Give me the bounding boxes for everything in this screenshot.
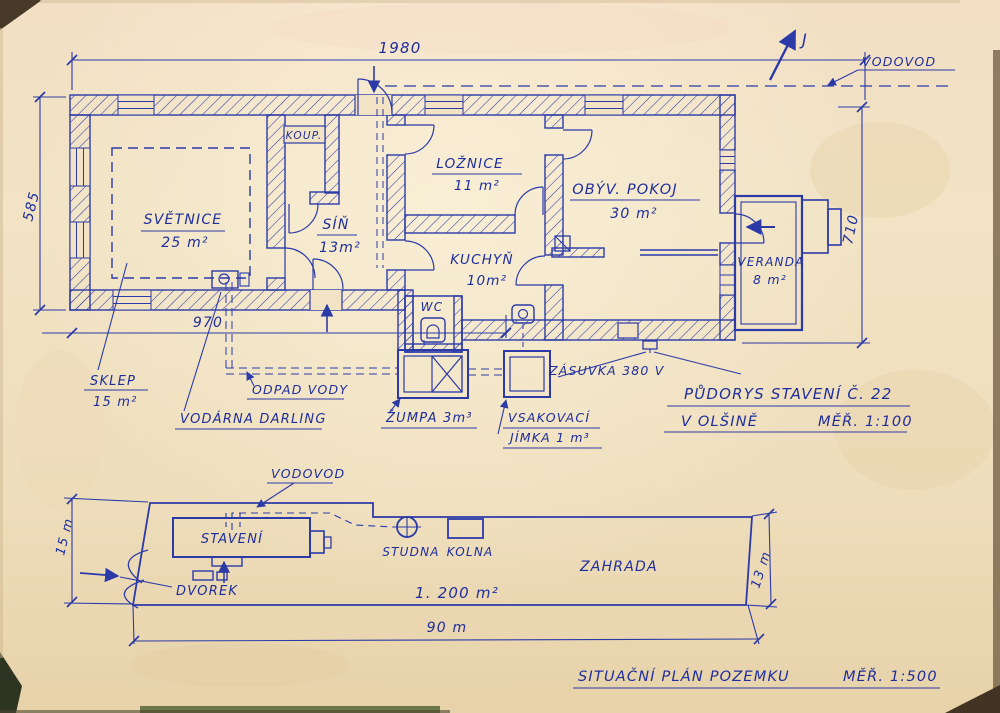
title-line-2: V OLŠINĚ <box>681 412 758 430</box>
room-obyv-label: OBÝV. POKOJ <box>572 181 678 198</box>
room-sin-area: 13m² <box>319 240 361 256</box>
jimka-label-1: VSAKOVACÍ <box>508 410 590 425</box>
kitchen-drain <box>511 304 535 324</box>
dim-right-label: 710 <box>840 213 862 246</box>
floor-plan: 1980 585 710 970 J <box>20 29 955 449</box>
dimension-inner: 970 <box>42 315 512 339</box>
title-line-1: PŮDORYS STAVENÍ Č. 22 <box>684 384 893 403</box>
site-vodovod-label: VODOVOD <box>271 466 345 481</box>
title-scale: MĚŘ. 1:100 <box>818 412 913 430</box>
annotations: SKLEP 15 m² ODPAD VODY VODÁRNA DARLING Ž… <box>84 262 665 449</box>
zahrada-label: ZAHRADA <box>579 559 658 575</box>
site-building <box>172 517 332 583</box>
room-svetnice-area: 25 m² <box>161 235 209 251</box>
utility-lines <box>225 85 950 376</box>
site-plan: STAVENÍ DVOREK STUDNA KOLNA ZAHRADA 1. 2… <box>53 466 940 689</box>
room-svetnice-label: SVĚTNICE <box>144 210 223 228</box>
room-kuchyn-label: KUCHYŇ <box>450 250 514 268</box>
room-wc-label: WC <box>421 300 444 314</box>
gate <box>123 549 149 609</box>
entry-arrow <box>79 567 120 583</box>
cellar-dashed-outline <box>111 147 251 279</box>
obyv-furniture <box>551 235 718 258</box>
dim-left-label: 585 <box>20 190 43 223</box>
floor-plan-title: PŮDORYS STAVENÍ Č. 22 V OLŠINĚ MĚŘ. 1:10… <box>664 384 913 433</box>
site-water-line <box>225 512 395 531</box>
jimka-label-2: JÍMKA 1 m³ <box>507 430 590 445</box>
sklep-label: SKLEP <box>90 374 136 389</box>
staveni-label: STAVENÍ <box>201 531 263 547</box>
kolna-label: KOLNA <box>447 545 494 559</box>
site-dim-left-label: 15 m <box>53 516 77 557</box>
veranda-structure <box>733 194 842 332</box>
site-title: SITUAČNÍ PLÁN POZEMKU <box>578 667 790 685</box>
plot-area-label: 1. 200 m² <box>415 584 499 602</box>
room-loznice-label: LOŽNICE <box>436 154 503 172</box>
septic-tank <box>397 349 469 399</box>
odpad-label: ODPAD VODY <box>252 382 348 397</box>
zumpa-label: ŽUMPA 3m³ <box>385 410 473 426</box>
site-title-scale: MĚŘ. 1:500 <box>843 667 938 685</box>
dim-inner-label: 970 <box>193 315 223 331</box>
dimension-top: 1980 <box>66 39 871 100</box>
north-arrow: J <box>768 29 808 81</box>
zasuvka-label: ZÁSUVKA 380 V <box>548 363 665 378</box>
room-veranda-area: 8 m² <box>753 272 787 287</box>
stove-icon <box>554 235 571 252</box>
veranda-steps <box>801 199 829 254</box>
room-loznice-area: 11 m² <box>454 178 500 194</box>
windows <box>69 94 736 339</box>
svetnice-interior <box>111 147 251 289</box>
dimension-left: 585 <box>20 91 66 316</box>
wc-closet <box>404 295 463 353</box>
room-labels: SVĚTNICE 25 m² SÍŇ 13m² KOUP. LOŽNICE 11… <box>141 125 804 314</box>
direction-arrows <box>320 66 775 332</box>
water-pump <box>211 270 239 289</box>
dvorek-label: DVOREK <box>176 584 238 599</box>
well <box>393 516 421 538</box>
dimension-right: 710 <box>742 101 870 349</box>
sklep-area: 15 m² <box>93 395 138 410</box>
north-label: J <box>799 30 808 49</box>
studna-label: STUDNA <box>382 545 439 559</box>
room-obyv-area: 30 m² <box>610 206 658 222</box>
site-dim-left: 15 m <box>53 493 149 608</box>
paper-stains <box>15 2 995 687</box>
toilet-icon <box>420 317 446 343</box>
vodarna-label: VODÁRNA DARLING <box>180 411 327 427</box>
site-dim-bottom-label: 90 m <box>427 620 468 636</box>
site-plan-title: SITUAČNÍ PLÁN POZEMKU MĚŘ. 1:500 <box>573 667 940 689</box>
room-kuchyn-area: 10m² <box>467 273 508 289</box>
room-koup-label: KOUP. <box>286 130 323 142</box>
dim-top-label: 1980 <box>379 39 422 57</box>
room-veranda-label: VERANDA <box>737 255 804 269</box>
shed <box>447 518 484 539</box>
power-socket-symbol <box>557 340 742 378</box>
room-sin-label: SÍŇ <box>322 215 349 233</box>
soak-pit <box>503 350 551 398</box>
svg-text:VODOVOD: VODOVOD <box>862 54 936 69</box>
site-dim-bottom: 90 m <box>128 604 765 647</box>
site-labels: STAVENÍ DVOREK STUDNA KOLNA ZAHRADA 1. 2… <box>176 466 658 602</box>
water-main-label: VODOVOD <box>827 54 955 86</box>
